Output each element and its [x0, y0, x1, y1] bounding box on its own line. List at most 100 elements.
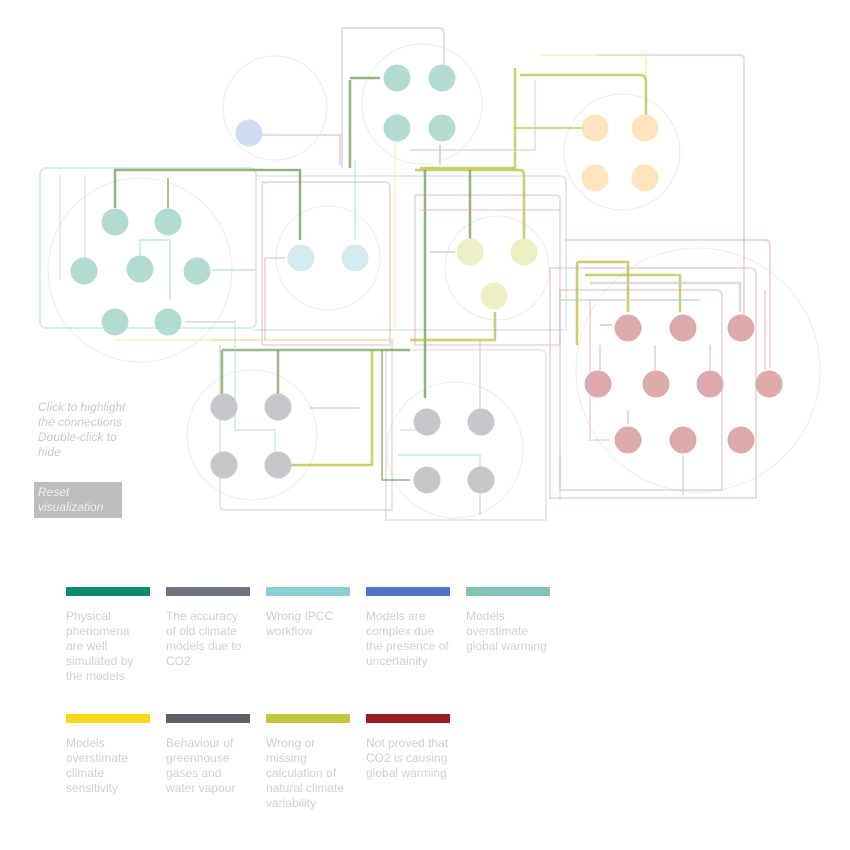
instructions-text: Click to highlight the connections Doubl…: [38, 400, 126, 459]
diagram-node[interactable]: [101, 308, 129, 336]
diagram-node[interactable]: [154, 308, 182, 336]
legend-item-natural-variability[interactable]: Wrong or missing calculation of natural …: [266, 714, 366, 811]
connection-line: [410, 80, 536, 151]
legend-item-overstimate-warming[interactable]: Models overstimate global warming: [466, 587, 566, 654]
diagram-node[interactable]: [154, 208, 182, 236]
diagram-node[interactable]: [614, 314, 642, 342]
diagram-node[interactable]: [631, 164, 659, 192]
diagram-node[interactable]: [696, 370, 724, 398]
legend-label: Models overstimate climate sensitivity: [66, 736, 129, 795]
diagram-node[interactable]: [101, 208, 129, 236]
diagram-node[interactable]: [669, 426, 697, 454]
legend-item-physical-phenomena[interactable]: Physical phenomena are well simulated by…: [66, 587, 166, 684]
diagram-node[interactable]: [341, 244, 369, 272]
connection-line: [264, 257, 285, 340]
connection-line: [381, 350, 410, 481]
diagram-node[interactable]: [642, 370, 670, 398]
cluster-halos: [47, 43, 821, 519]
legend-item-accuracy-old-models[interactable]: The accuracy of old climate models due t…: [166, 587, 266, 669]
connection-line: [410, 312, 497, 342]
legend-item-models-complex[interactable]: Models are complex due the presence of u…: [366, 587, 466, 669]
diagram-node[interactable]: [235, 119, 263, 147]
legend-item-overstimate-sensitivity[interactable]: Models overstimate climate sensitivity: [66, 714, 166, 796]
diagram-node[interactable]: [584, 370, 612, 398]
diagram-node[interactable]: [210, 393, 238, 421]
legend-label: Models overstimate global warming: [466, 609, 547, 653]
diagram-node[interactable]: [456, 238, 484, 266]
legend-label: Models are complex due the presence of u…: [366, 609, 449, 668]
legend-label: Behaviour of greenhouse gases and water …: [166, 736, 236, 795]
legend-swatch: [266, 587, 350, 596]
diagram-node[interactable]: [287, 244, 315, 272]
legend-item-wrong-ipcc-workflow[interactable]: Wrong IPCC workflow: [266, 587, 366, 639]
connection-line: [261, 181, 391, 346]
diagram-node[interactable]: [669, 314, 697, 342]
connection-line: [248, 134, 341, 165]
legend-item-not-proved-co2[interactable]: Not proved that CO2 is causing global wa…: [366, 714, 466, 781]
diagram-node[interactable]: [480, 282, 508, 310]
legend-swatch: [466, 587, 550, 596]
legend-swatch: [366, 714, 450, 723]
diagram-node[interactable]: [383, 114, 411, 142]
diagram-node[interactable]: [264, 393, 292, 421]
legend-label: Wrong IPCC workflow: [266, 609, 334, 638]
connection-line: [415, 168, 526, 240]
diagram-node[interactable]: [413, 408, 441, 436]
diagram-node[interactable]: [467, 466, 495, 494]
diagram-node[interactable]: [467, 408, 495, 436]
connection-line: [234, 320, 276, 452]
diagram-node[interactable]: [510, 238, 538, 266]
diagram-node[interactable]: [413, 466, 441, 494]
diagram-node[interactable]: [183, 257, 211, 285]
cluster-halo: [563, 93, 681, 211]
connection-line: [290, 350, 374, 467]
diagram-node[interactable]: [126, 255, 154, 283]
cluster-halo: [386, 381, 524, 519]
legend-label: Not proved that CO2 is causing global wa…: [366, 736, 449, 780]
reset-visualization-button[interactable]: Reset visualization: [34, 482, 122, 518]
cluster-halo: [186, 369, 318, 501]
connection-line: [348, 76, 380, 168]
cluster-halo: [575, 247, 821, 493]
diagram-node[interactable]: [264, 451, 292, 479]
connection-line: [414, 194, 561, 346]
connection-line: [255, 175, 567, 331]
diagram-node[interactable]: [428, 114, 456, 142]
connection-line: [520, 73, 648, 115]
connection-line: [220, 348, 410, 398]
connection-line: [575, 260, 630, 345]
diagram-node[interactable]: [581, 164, 609, 192]
connection-line: [342, 27, 445, 70]
connection-line: [385, 349, 547, 521]
legend-swatch: [366, 587, 450, 596]
diagram-node[interactable]: [383, 64, 411, 92]
diagram-node[interactable]: [581, 114, 609, 142]
cluster-halo: [444, 215, 550, 321]
legend-swatch: [166, 587, 250, 596]
legend-label: Wrong or missing calculation of natural …: [266, 736, 345, 810]
legend-swatch: [66, 587, 150, 596]
diagram-node[interactable]: [614, 426, 642, 454]
diagram-node[interactable]: [727, 314, 755, 342]
legend-swatch: [166, 714, 250, 723]
connection-diagram[interactable]: [0, 0, 850, 540]
legend-item-greenhouse-gases[interactable]: Behaviour of greenhouse gases and water …: [166, 714, 266, 796]
diagram-node[interactable]: [428, 64, 456, 92]
connection-line: [565, 239, 771, 368]
legend-swatch: [66, 714, 150, 723]
diagram-node[interactable]: [210, 451, 238, 479]
diagram-node[interactable]: [631, 114, 659, 142]
connection-line: [589, 300, 610, 441]
connection-line: [549, 267, 757, 499]
connection-line: [398, 454, 481, 468]
diagram-node[interactable]: [70, 257, 98, 285]
connection-line: [210, 339, 393, 511]
diagram-node[interactable]: [727, 426, 755, 454]
diagram-nodes[interactable]: [70, 64, 783, 494]
legend-label: The accuracy of old climate models due t…: [166, 609, 242, 668]
connection-line: [39, 167, 257, 329]
diagram-node[interactable]: [755, 370, 783, 398]
connection-lines: [39, 27, 771, 521]
connection-line: [585, 273, 682, 312]
connection-line: [590, 281, 742, 312]
